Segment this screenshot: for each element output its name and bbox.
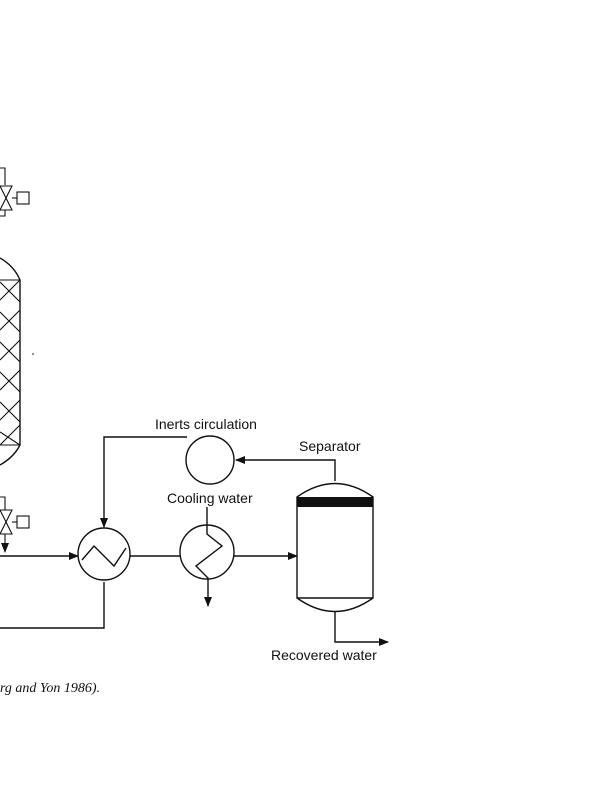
recovered-water-label: Recovered water bbox=[271, 647, 377, 663]
upper-control-valve bbox=[0, 167, 30, 217]
packed-column bbox=[0, 257, 21, 466]
separator-vessel bbox=[296, 482, 389, 646]
separator-label: Separator bbox=[299, 438, 361, 454]
heat-exchanger bbox=[77, 527, 131, 581]
separator-to-blower-line bbox=[235, 456, 336, 481]
specks bbox=[32, 353, 34, 355]
figure-caption: rg and Yon 1986). bbox=[0, 681, 100, 696]
demister-pad bbox=[297, 497, 373, 507]
water-cooler bbox=[179, 507, 235, 607]
lower-control-valve bbox=[0, 496, 30, 553]
inerts-return-line bbox=[100, 436, 187, 528]
return-line bbox=[0, 582, 105, 629]
inerts-blower bbox=[185, 435, 235, 485]
cooling-water-label: Cooling water bbox=[167, 490, 253, 506]
recovered-water-outlet bbox=[334, 611, 389, 646]
inerts-circulation-label: Inerts circulation bbox=[155, 416, 257, 432]
